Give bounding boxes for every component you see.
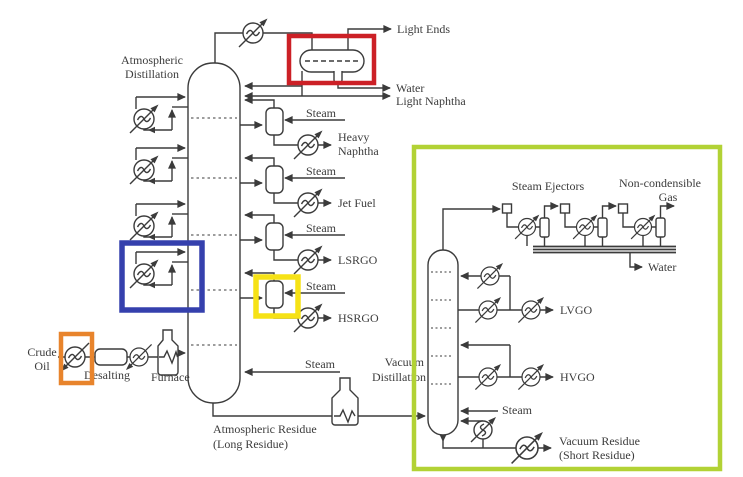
label-hvgo: HVGO xyxy=(560,370,595,384)
reflux-drum xyxy=(299,49,365,85)
lvgo-product-cooler-icon xyxy=(517,296,545,324)
label-water-ejector: Water xyxy=(648,260,676,274)
desalter-vessel xyxy=(94,348,128,366)
steam-ejector-stage-3 xyxy=(619,204,675,246)
label-jet-fuel: Jet Fuel xyxy=(338,196,376,210)
label-steam-3: Steam xyxy=(306,221,337,235)
label-light-ends: Light Ends xyxy=(397,22,450,36)
label-atmospheric-distillation-1: Atmospheric xyxy=(121,53,183,67)
atmospheric-furnace-icon xyxy=(157,329,179,376)
label-vacuum-residue-1: Vacuum Residue xyxy=(559,434,640,448)
label-furnace: Furnace xyxy=(151,370,190,384)
column-trays xyxy=(191,117,237,346)
preheat-exchanger-icon xyxy=(125,343,153,371)
label-steam-1: Steam xyxy=(306,106,337,120)
pipe-water xyxy=(337,84,391,92)
highlight-red-box xyxy=(286,33,377,86)
label-atmospheric-residue-2: (Long Residue) xyxy=(213,437,288,451)
label-vacuum-residue-2: (Short Residue) xyxy=(559,448,635,462)
label-non-condensible-2: Gas xyxy=(659,190,678,204)
overhead-condenser-icon xyxy=(238,17,269,48)
label-light-naphtha: Light Naphtha xyxy=(396,94,466,108)
label-vacuum-distillation-2: Distillation xyxy=(372,370,426,384)
vacuum-residue-cooler-icon xyxy=(510,431,544,465)
vacuum-furnace-icon xyxy=(331,377,359,426)
hvgo-exchanger-icon xyxy=(474,363,502,391)
column-trays xyxy=(431,271,453,385)
atmospheric-column xyxy=(187,62,241,404)
lvgo-exchanger-icon xyxy=(474,296,502,324)
label-atmospheric-residue-1: Atmospheric Residue xyxy=(213,422,317,436)
label-steam-vacuum: Steam xyxy=(502,403,533,417)
label-crude-oil-2: Oil xyxy=(34,359,50,373)
steam-ejector-stage-1 xyxy=(503,204,559,246)
label-steam-2: Steam xyxy=(306,164,337,178)
label-desalting: Desalting xyxy=(84,368,130,382)
label-non-condensible-1: Non-condensible xyxy=(619,176,701,190)
pipe-residue xyxy=(212,400,333,417)
label-lsrgo: LSRGO xyxy=(338,253,378,267)
hvgo-product-cooler-icon xyxy=(517,363,545,391)
pumparound-1 xyxy=(130,97,188,133)
label-crude-oil-1: Crude xyxy=(27,345,56,359)
label-heavy-naphtha-2: Naphtha xyxy=(338,144,379,158)
label-vacuum-distillation-1: Vacuum xyxy=(385,355,425,369)
pipe-vacuum-overhead xyxy=(442,205,501,250)
highlight-orange-box xyxy=(58,331,95,386)
label-steam-ejectors: Steam Ejectors xyxy=(512,179,585,193)
pumparound-2 xyxy=(130,148,188,184)
label-lvgo: LVGO xyxy=(560,303,593,317)
label-water-overhead: Water xyxy=(396,81,424,95)
label-steam-4: Steam xyxy=(306,279,337,293)
highlight-green-box xyxy=(411,144,723,472)
vacuum-column xyxy=(427,249,459,436)
pumparound-3 xyxy=(130,204,188,240)
highlight-yellow-box xyxy=(253,274,301,319)
label-atmospheric-distillation-2: Distillation xyxy=(125,67,179,81)
label-heavy-naphtha-1: Heavy xyxy=(338,130,369,144)
lvgo-pumparound-exchanger-icon xyxy=(476,262,504,290)
hotwell-bar xyxy=(533,245,676,254)
pipe-vacuum-residue xyxy=(442,441,552,452)
pipe-light-ends xyxy=(347,25,392,50)
label-hsrgo: HSRGO xyxy=(338,311,379,325)
steam-ejector-stage-2 xyxy=(561,204,617,246)
pumparound-4 xyxy=(130,252,188,288)
label-steam-bottom: Steam xyxy=(305,357,336,371)
pipes-vacuum-section xyxy=(439,205,676,452)
pipe-ejector-water xyxy=(629,253,643,271)
highlight-blue-box xyxy=(119,240,205,313)
